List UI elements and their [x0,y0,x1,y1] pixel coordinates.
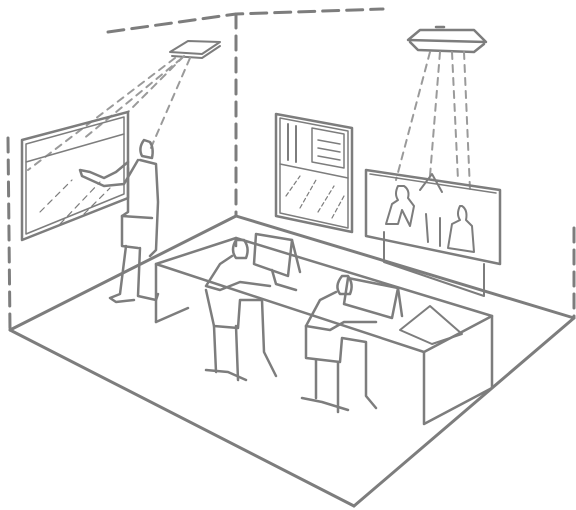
lamp-beam [395,51,471,191]
desk-icon [154,236,494,426]
ceiling-lamp-icon [406,25,488,54]
monitor-icon [342,276,404,320]
floor-front-left-edge [8,328,356,508]
holographic-screen-icon [364,168,502,297]
back-wall-top-edge [106,7,385,34]
ceiling-projector-icon [169,40,221,59]
standing-presenter-icon [78,138,160,304]
wall-touch-display-icon [20,110,130,242]
left-wall-edge [6,136,12,332]
monitor-icon [252,232,302,292]
floor-right-back-edge [234,214,576,320]
wall-panel-icon [274,112,354,234]
projector-beam [27,55,191,171]
floor-front-right-edge [352,316,576,508]
seated-user-icon [204,238,278,382]
seated-user-icon [300,274,378,414]
